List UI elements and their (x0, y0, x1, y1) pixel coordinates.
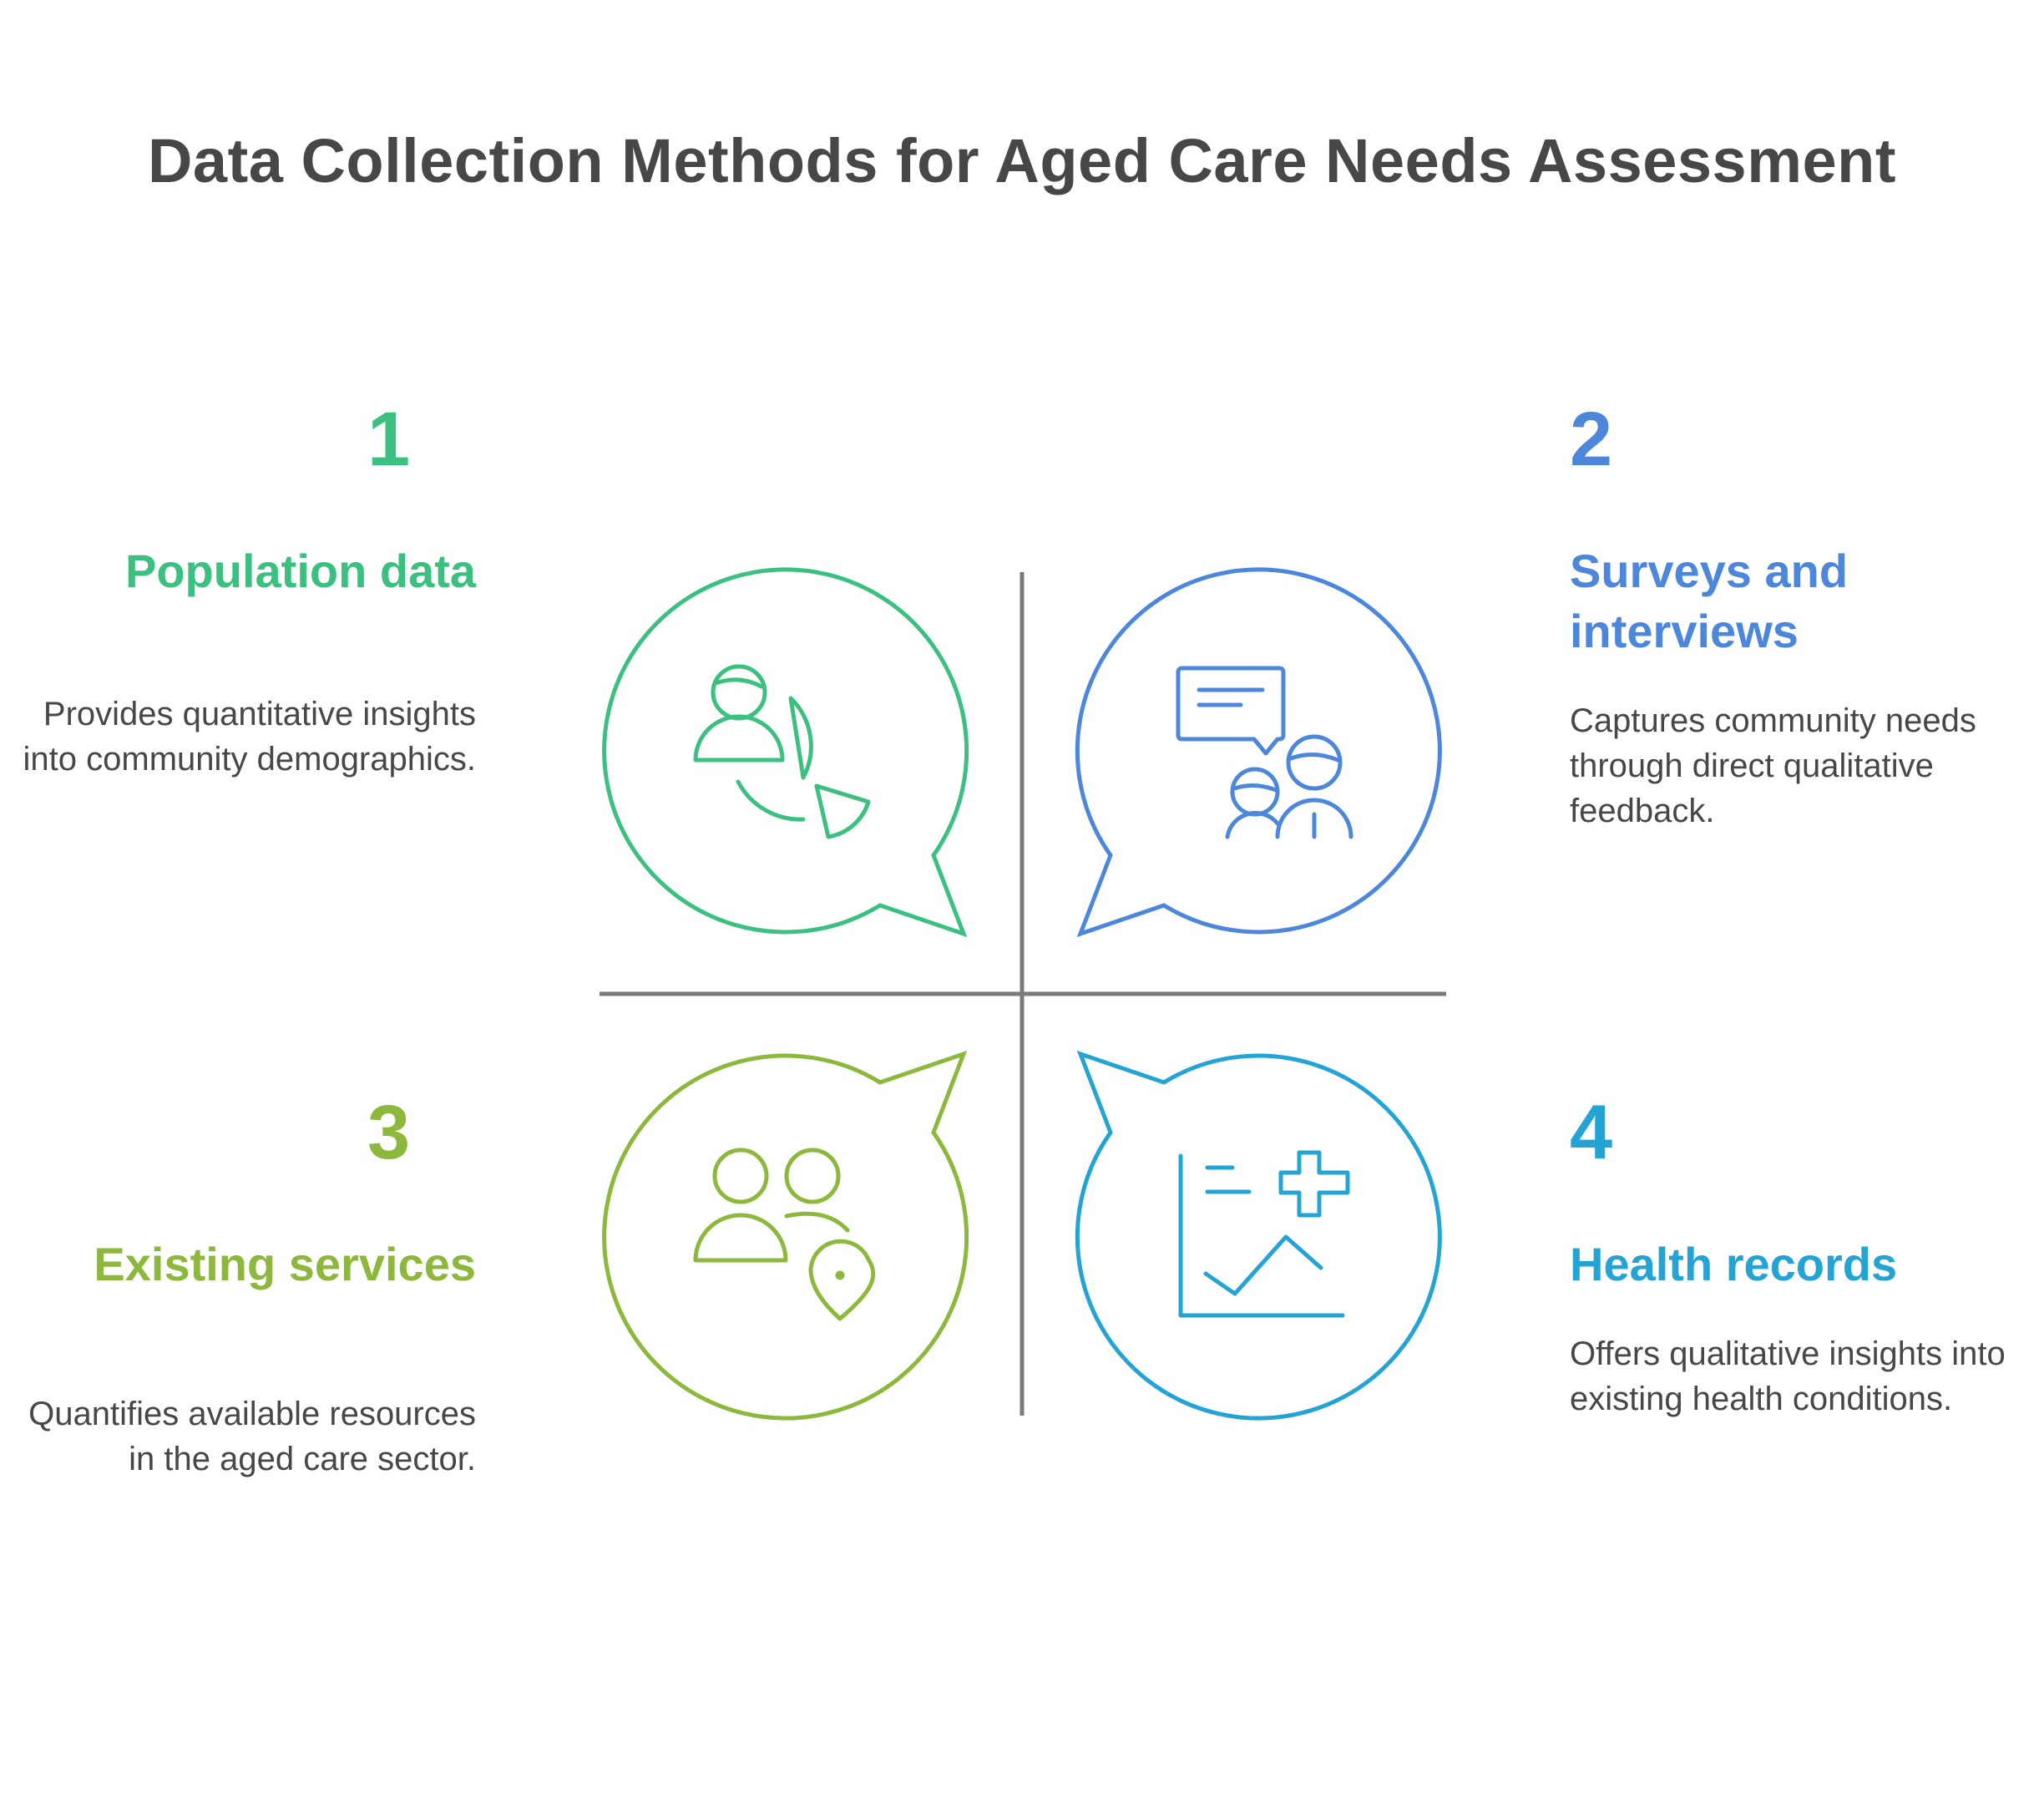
item-2-number: 2 (1570, 397, 1613, 482)
item-1-number: 1 (367, 397, 411, 482)
speech-bubble-2 (1075, 567, 1442, 938)
health-chart-icon (1178, 1150, 1350, 1318)
page-title: Data Collection Methods for Aged Care Ne… (147, 126, 1896, 195)
item-2-heading: Surveys and interviews (1570, 545, 1849, 657)
item-4-number: 4 (1570, 1090, 1613, 1175)
conversation-people-icon (1176, 666, 1353, 839)
item-4-description: Offers qualitative insights into existin… (1570, 1335, 2006, 1417)
item-1-heading: Population data (125, 545, 476, 597)
item-3-heading: Existing services (94, 1238, 476, 1290)
item-3-description: Quantifies available resources in the ag… (28, 1396, 476, 1477)
people-location-icon (693, 1148, 876, 1321)
speech-bubble-4 (1075, 1050, 1442, 1421)
speech-bubble-3 (602, 1050, 969, 1421)
speech-bubble-1 (602, 567, 969, 938)
item-4-heading: Health records (1570, 1238, 1898, 1290)
item-2-description: Captures community needs through direct … (1570, 702, 1976, 829)
item-1-description: Provides quantitative insights into comm… (23, 696, 476, 778)
item-3-number: 3 (367, 1090, 411, 1175)
population-pie-chart-icon (693, 664, 871, 839)
